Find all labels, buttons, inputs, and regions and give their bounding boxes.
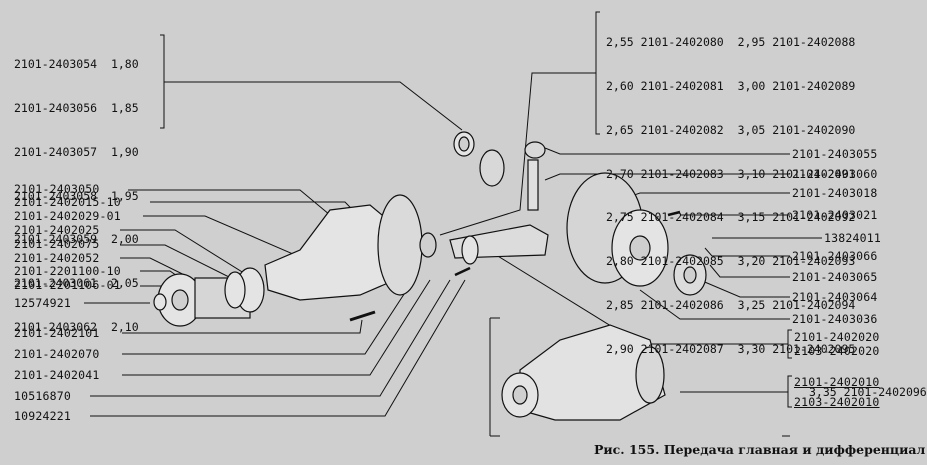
callout-label: 12574921 — [14, 296, 71, 310]
callout-label: 2101-2403064 — [792, 290, 878, 304]
shim-table: 2101-2403054 1,80 2101-2403056 1,85 2101… — [14, 28, 139, 349]
callout-label: 2101-2402101 — [14, 326, 100, 340]
callout-label: 2101-2402025 — [14, 223, 100, 237]
assembly-label: 2103-2402020 — [794, 344, 880, 358]
callout-label: 2101-2403065 — [792, 270, 878, 284]
shim-row: 2101-2403062 2,10 — [14, 319, 139, 334]
ratio-row: 2,60 2101-2402081 3,00 2101-2402089 — [606, 78, 856, 93]
callout-label: 2101-2402070 — [14, 347, 100, 361]
gear-ratio-table: 2,55 2101-2402080 2,95 2101-2402088 2,60… — [606, 6, 927, 415]
callout-label: 2101-2403018 — [792, 186, 878, 200]
callout-label: 2101-2402015-10 — [14, 195, 121, 209]
ratio-row: 2,55 2101-2402080 2,95 2101-2402088 — [606, 35, 856, 50]
shim-row: 2101-2403058 1,95 — [14, 188, 139, 203]
ratio-row: 2,70 2101-2402083 3,10 2101-2402091 — [606, 166, 856, 181]
assembly-label: 2101-2402020 — [794, 330, 880, 344]
exploded-view-drawing — [84, 11, 822, 437]
callout-label: 13824011 — [824, 231, 881, 245]
shim-row: 2101-2403061 2,05 — [14, 276, 139, 291]
callout-label: 2101-2402075 — [14, 237, 100, 251]
callout-label: 2101-2402041 — [14, 368, 100, 382]
ratio-row: 2,85 2101-2402086 3,25 2101-2402094 — [606, 297, 856, 312]
callout-label: 2101-2403060 — [792, 167, 878, 181]
ratio-row: 3,35 2101-2402096 — [809, 385, 927, 400]
shim-row: 2101-2403054 1,80 — [14, 57, 139, 72]
diagram-page: 2101-2403054 1,80 2101-2403056 1,85 2101… — [14, 11, 927, 457]
figure-caption: Рис. 155. Передача главная и дифференциа… — [594, 442, 926, 457]
callout-label: 2101-2403021 — [792, 208, 878, 222]
callout-label: 2101-2402052 — [14, 251, 100, 265]
callout-label: 2101-2403066 — [792, 249, 878, 263]
shim-row: 2101-2403059 2,00 — [14, 232, 139, 247]
assembly-label: 2101-2402010 — [794, 375, 880, 389]
assembly-label: 2103-2402010 — [794, 395, 880, 409]
ratio-row: 2,90 2101-2402087 3,30 2101-2402095 — [606, 341, 856, 356]
ratio-row: 2,65 2101-2402082 3,05 2101-2402090 — [606, 122, 856, 137]
shim-row: 2101-2403056 1,85 — [14, 100, 139, 115]
ratio-row: 2,80 2101-2402085 3,20 2101-2402093 — [606, 254, 856, 269]
callout-label: 2101-2403036 — [792, 312, 878, 326]
callout-label: 2101-2201106-01 — [14, 278, 121, 292]
ratio-row: 2,75 2101-2402084 3,15 2101-2402092 — [606, 210, 856, 225]
callout-label: 2101-2402029-01 — [14, 209, 121, 223]
callout-label: 10516870 — [14, 389, 71, 403]
callout-label: 2101-2403050 — [14, 182, 100, 196]
callout-label: 10924221 — [14, 409, 71, 423]
shim-row: 2101-2403057 1,90 — [14, 144, 139, 159]
callout-label: 2101-2201100-10 — [14, 264, 121, 278]
callout-label: 2101-2403055 — [792, 147, 878, 161]
